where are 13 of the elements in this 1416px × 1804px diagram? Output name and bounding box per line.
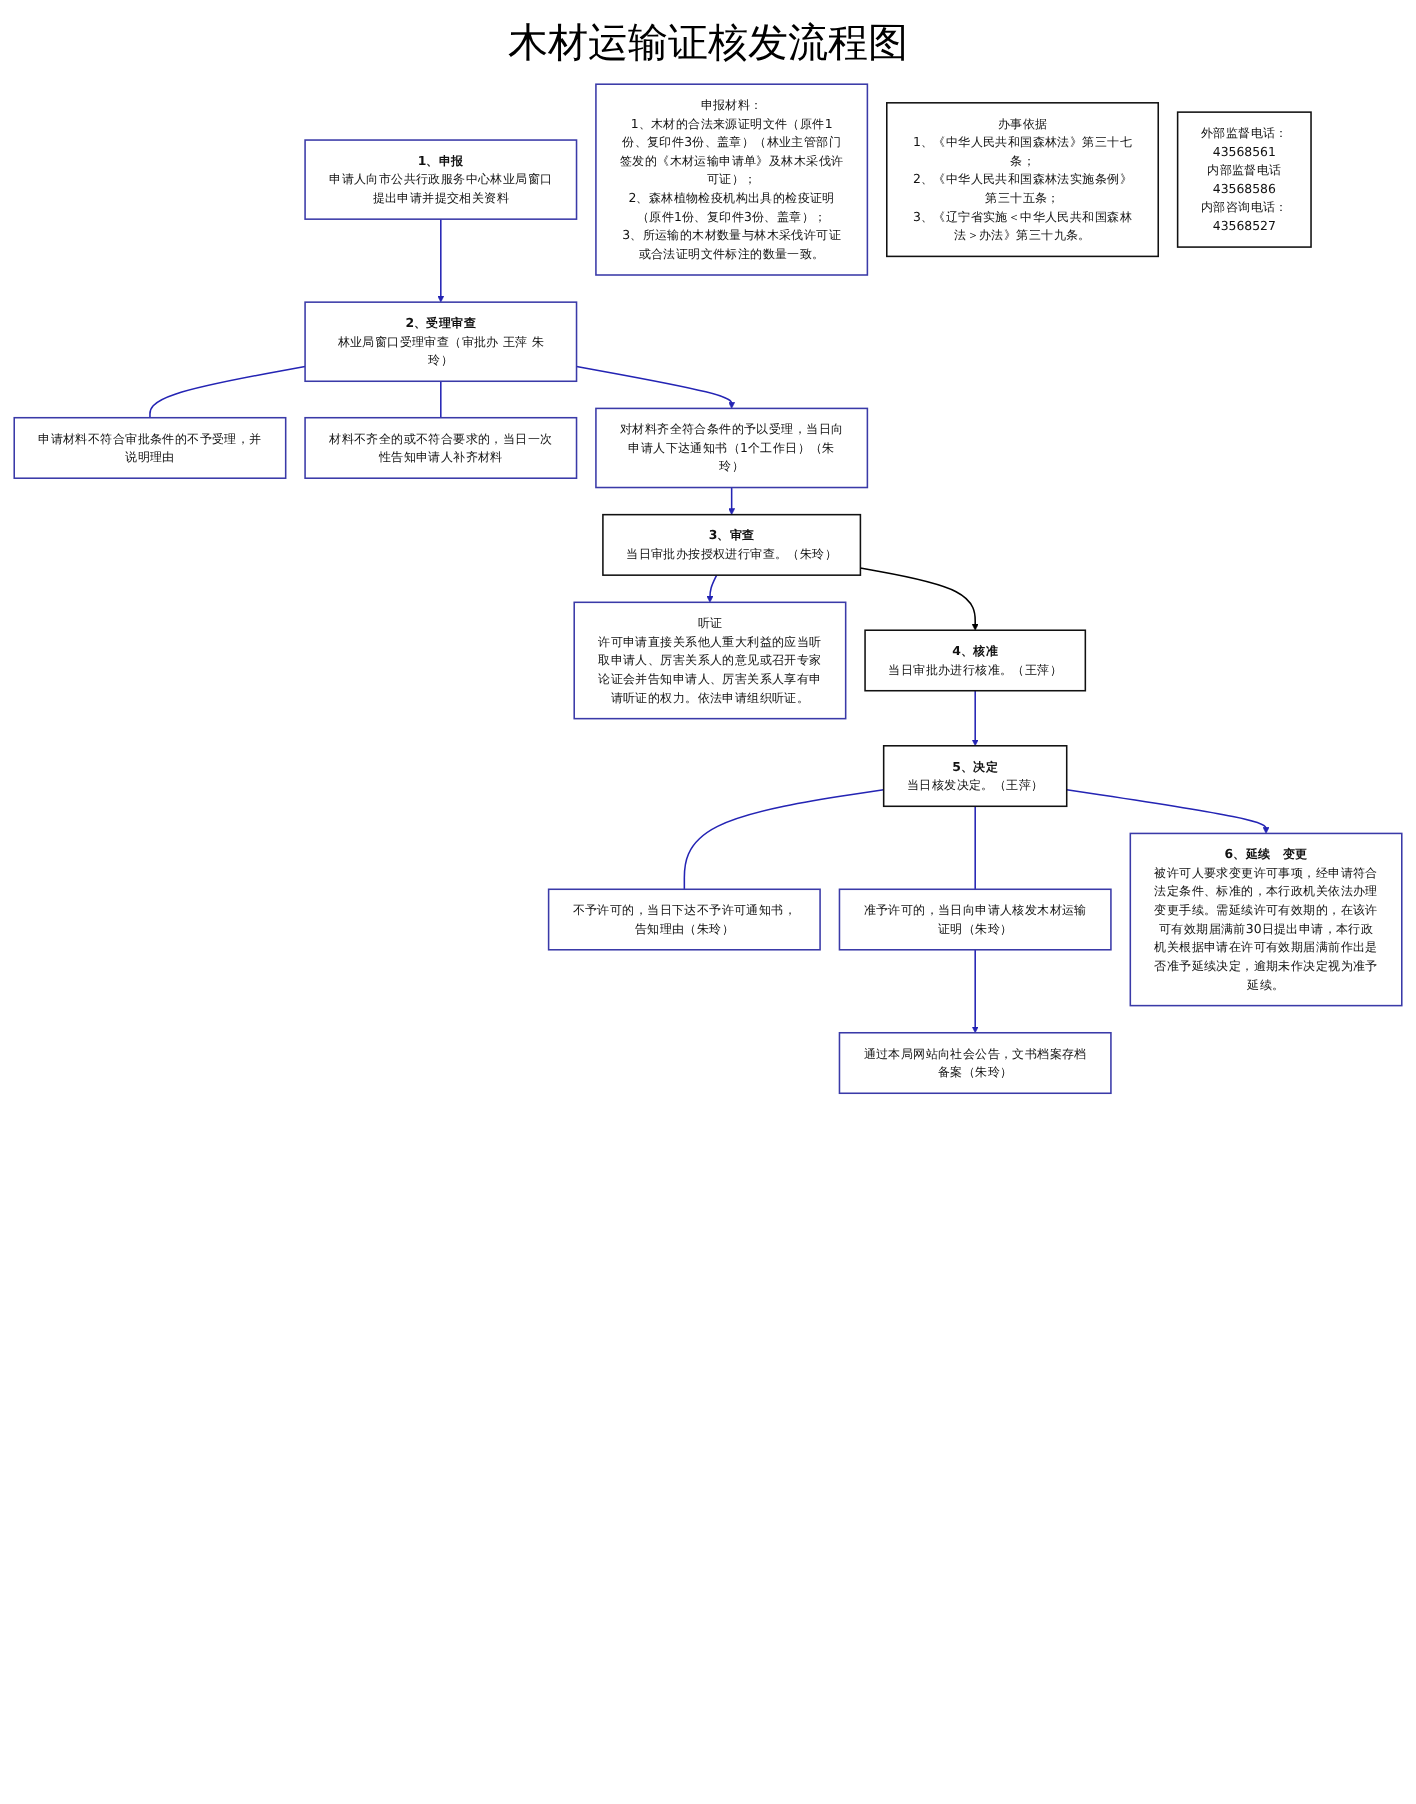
arrow	[437, 218, 445, 303]
connector	[440, 380, 442, 419]
connector	[683, 789, 885, 891]
connector	[974, 805, 976, 891]
arrow	[971, 689, 979, 747]
arrow	[706, 574, 718, 603]
diagram-title: 木材运输证核发流程图	[506, 16, 910, 70]
connector	[149, 365, 306, 419]
arrow	[859, 567, 979, 631]
arrow	[575, 365, 736, 409]
arrow	[971, 949, 979, 1034]
arrow	[1065, 789, 1270, 834]
arrow	[728, 486, 736, 515]
